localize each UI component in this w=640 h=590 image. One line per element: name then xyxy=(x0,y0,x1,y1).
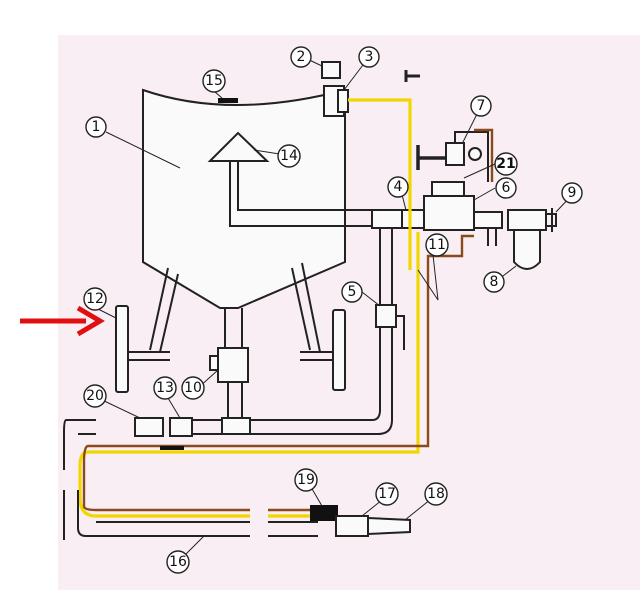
tee-fitting xyxy=(473,211,503,229)
callout-17: 17 xyxy=(375,482,399,506)
blast-hose xyxy=(63,419,318,540)
red-arrow-icon xyxy=(20,305,105,337)
vessel-leg-right xyxy=(291,262,321,353)
svg-text:20: 20 xyxy=(86,388,104,404)
nozzle-holder xyxy=(335,515,369,537)
valve-7-tube xyxy=(454,131,489,182)
svg-text:2: 2 xyxy=(297,49,306,65)
gauge-icon xyxy=(468,147,482,161)
metering-valve-handle xyxy=(209,355,219,371)
svg-text:8: 8 xyxy=(490,274,499,290)
axle-right xyxy=(300,351,338,361)
callout-4: 4 xyxy=(387,176,409,198)
moisture-separator xyxy=(513,229,541,270)
vessel-leg-left xyxy=(149,267,179,353)
svg-text:14: 14 xyxy=(280,148,298,164)
callout-20: 20 xyxy=(83,384,107,408)
fill-port xyxy=(218,98,238,103)
svg-text:18: 18 xyxy=(427,486,445,502)
callout-15: 15 xyxy=(202,69,226,93)
deadman-handle-icon xyxy=(404,70,420,82)
callout-7: 7 xyxy=(470,95,492,117)
metering-valve xyxy=(217,347,249,383)
svg-text:17: 17 xyxy=(378,486,396,502)
inner-air-pipe xyxy=(229,161,380,227)
outlet-pipe xyxy=(224,308,243,348)
valve-7-body xyxy=(445,142,465,166)
tee-to-coupling xyxy=(192,419,222,435)
air-hose-yellow xyxy=(78,98,420,518)
svg-text:3: 3 xyxy=(365,49,374,65)
svg-text:16: 16 xyxy=(169,554,187,570)
wheel-left xyxy=(115,305,129,393)
pressure-vessel xyxy=(142,88,346,309)
exhaust-valve-flange xyxy=(337,89,349,113)
callout-19: 19 xyxy=(294,468,318,492)
leader-21 xyxy=(463,163,496,179)
relief-valve-cap xyxy=(321,61,341,79)
leader-11 xyxy=(417,254,439,301)
lower-pipe xyxy=(227,382,243,420)
svg-text:13: 13 xyxy=(156,380,174,396)
callout-1: 1 xyxy=(85,116,107,138)
callout-2: 2 xyxy=(290,46,312,68)
callout-21: 21 xyxy=(494,152,518,176)
callout-10: 10 xyxy=(181,376,205,400)
leader-13 xyxy=(167,397,181,419)
mixing-tee xyxy=(221,417,251,435)
svg-text:12: 12 xyxy=(86,291,104,307)
svg-text:19: 19 xyxy=(297,472,315,488)
hose-splice xyxy=(160,446,184,450)
remote-control-valve xyxy=(423,195,475,231)
ball-valve-handle xyxy=(396,315,405,350)
svg-text:4: 4 xyxy=(394,179,403,195)
callout-9: 9 xyxy=(561,182,583,204)
leader-15 xyxy=(214,91,223,99)
leader-6 xyxy=(473,187,496,201)
callout-3: 3 xyxy=(358,46,380,68)
svg-text:9: 9 xyxy=(568,185,577,201)
deadman-valve xyxy=(310,505,338,521)
callout-12: 12 xyxy=(83,287,107,311)
water-trap-pipe xyxy=(487,228,497,246)
leader-5 xyxy=(361,291,381,307)
callout-18: 18 xyxy=(424,482,448,506)
svg-text:1: 1 xyxy=(92,119,101,135)
hose-coupling-20 xyxy=(134,417,164,437)
remote-valve-top xyxy=(431,181,465,197)
filter-head xyxy=(507,209,547,231)
svg-text:21: 21 xyxy=(496,156,515,172)
hose-coupling-13 xyxy=(169,417,193,437)
svg-text:10: 10 xyxy=(184,380,202,396)
callout-14: 14 xyxy=(277,144,301,168)
callout-11: 11 xyxy=(425,233,449,257)
leader-1 xyxy=(105,131,181,169)
callout-13: 13 xyxy=(153,376,177,400)
nozzle xyxy=(367,516,411,536)
callout-6: 6 xyxy=(495,177,517,199)
wheel-right xyxy=(332,309,346,391)
ball-valve xyxy=(375,304,397,328)
axle-left xyxy=(125,351,170,361)
control-hose-brown xyxy=(82,128,494,512)
svg-text:5: 5 xyxy=(348,284,357,300)
svg-text:6: 6 xyxy=(502,180,511,196)
inlet-tee xyxy=(371,209,403,229)
check-valve xyxy=(401,209,425,229)
callout-5: 5 xyxy=(341,281,363,303)
quick-coupler-9 xyxy=(546,208,557,232)
callout-8: 8 xyxy=(483,271,505,293)
svg-text:15: 15 xyxy=(205,73,223,89)
callout-16: 16 xyxy=(166,550,190,574)
bottom-air-pipe xyxy=(250,226,393,435)
control-lever xyxy=(416,145,446,170)
svg-text:11: 11 xyxy=(428,237,446,253)
svg-text:7: 7 xyxy=(477,98,486,114)
